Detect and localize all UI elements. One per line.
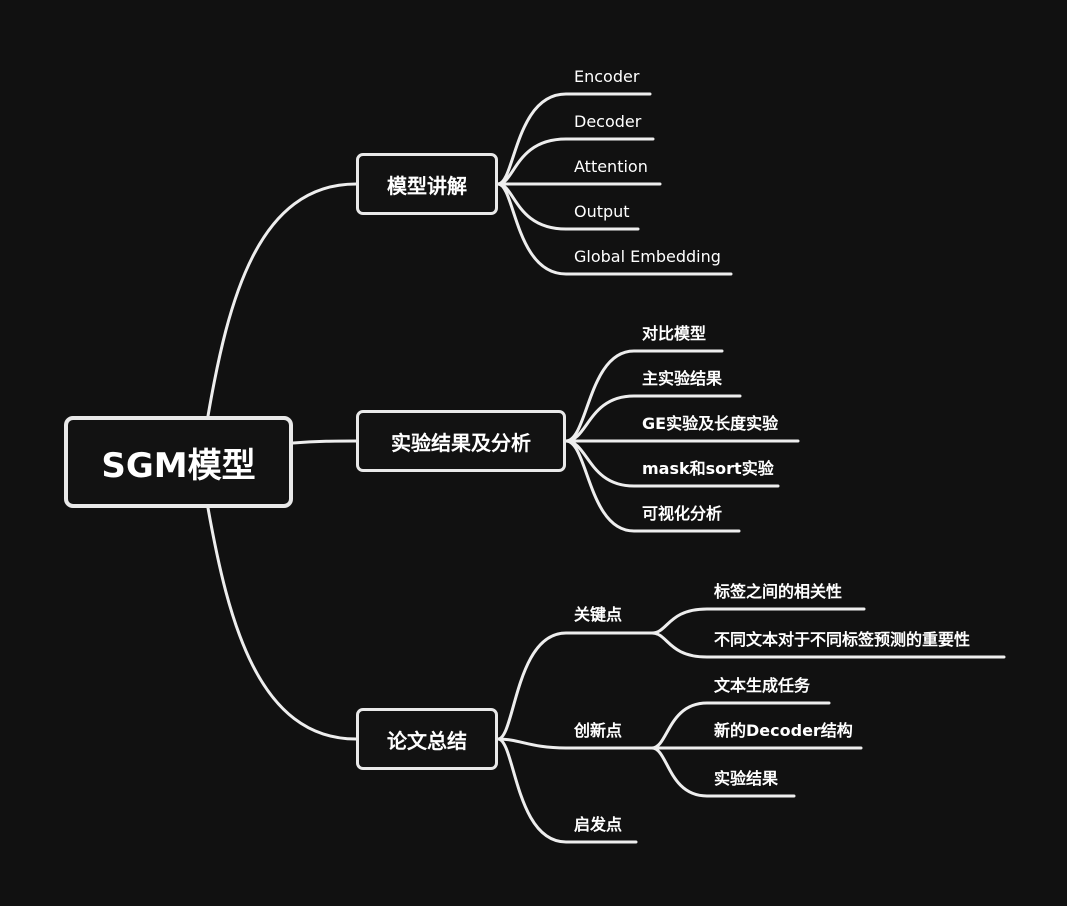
subtopic-text-generation[interactable]: 文本生成任务 [714, 676, 811, 695]
link-summary-to-inspiration [496, 737, 638, 844]
link-model-to-decoder [496, 137, 655, 186]
topic-ge-length-exp[interactable]: GE实验及长度实验 [642, 414, 779, 433]
topic-attention[interactable]: Attention [574, 157, 648, 176]
topic-innovations[interactable]: 创新点 [574, 721, 623, 740]
link-key-to-text-importance [650, 631, 1006, 659]
subtopic-label-correlation[interactable]: 标签之间的相关性 [714, 582, 843, 601]
link-root-to-model-explain [206, 182, 358, 418]
root-node[interactable]: SGM模型 [64, 416, 293, 508]
link-summary-to-innovation [496, 737, 654, 750]
topic-encoder[interactable]: Encoder [574, 67, 640, 86]
link-root-to-experiment [291, 439, 358, 445]
subtopic-text-importance[interactable]: 不同文本对于不同标签预测的重要性 [714, 630, 971, 649]
topic-mask-sort-exp[interactable]: mask和sort实验 [642, 459, 774, 478]
link-key-to-label-correlation [650, 607, 866, 635]
link-innov-to-text-gen [650, 701, 831, 750]
subtopic-new-decoder[interactable]: 新的Decoder结构 [714, 721, 853, 740]
topic-visual-analysis[interactable]: 可视化分析 [642, 504, 723, 523]
topic-output[interactable]: Output [574, 202, 630, 221]
topic-key-points[interactable]: 关键点 [574, 605, 623, 624]
link-exp-to-main-result [564, 394, 742, 443]
subtopic-experiment-results[interactable]: 实验结果 [714, 769, 779, 788]
link-exp-to-compare [564, 349, 724, 443]
link-innov-to-result [650, 746, 796, 798]
topic-compare-models[interactable]: 对比模型 [642, 324, 707, 343]
branch-experiment-analysis[interactable]: 实验结果及分析 [356, 410, 566, 472]
branch-paper-summary[interactable]: 论文总结 [356, 708, 498, 770]
link-model-to-encoder [496, 92, 652, 186]
link-exp-to-visual [564, 439, 741, 533]
link-root-to-summary [206, 506, 358, 741]
link-summary-to-key [496, 631, 654, 741]
branch-model-explain[interactable]: 模型讲解 [356, 153, 498, 215]
link-model-to-global-embedding [496, 182, 733, 276]
topic-inspirations[interactable]: 启发点 [574, 815, 623, 834]
topic-global-embedding[interactable]: Global Embedding [574, 247, 721, 266]
topic-decoder[interactable]: Decoder [574, 112, 642, 131]
topic-main-results[interactable]: 主实验结果 [642, 369, 723, 388]
